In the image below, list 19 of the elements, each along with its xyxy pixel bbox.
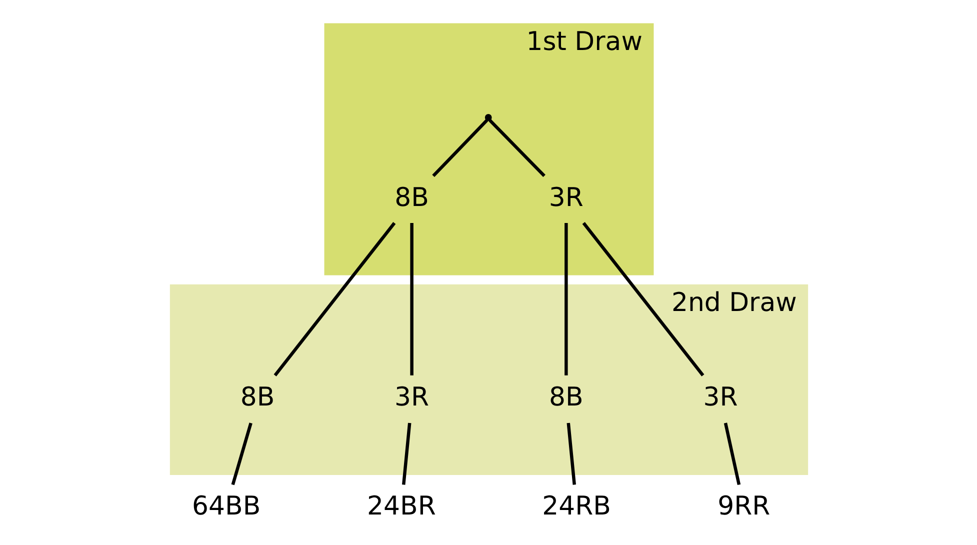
node-point [484,114,492,121]
node-text: 24RB [542,492,610,522]
node-text: 8B [394,182,428,213]
connector [488,119,545,177]
node-text: 64BB [192,492,260,522]
connector [564,222,568,376]
connector [402,422,411,485]
connector [582,222,704,376]
connector [432,119,488,177]
connector [410,222,413,376]
node-text: 8B [548,382,583,413]
node-text: 3R [394,382,429,413]
connector [566,422,576,485]
connector [273,222,396,376]
node-text: 3R [702,382,738,413]
node-text: 9RR [717,492,770,522]
node-text: 8B [240,382,274,413]
node-text: 24BR [366,492,436,522]
node-text: 3R [548,182,583,213]
